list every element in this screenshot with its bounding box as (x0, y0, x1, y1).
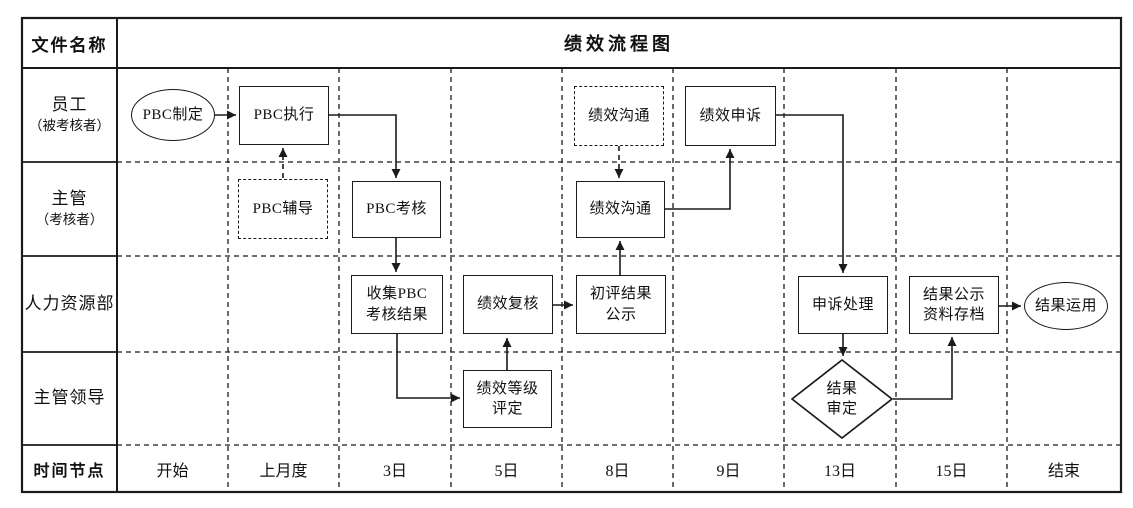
lane-label-supervisor: 主管 （考核者） (22, 162, 117, 256)
node-perf-review: 绩效复核 (463, 275, 553, 334)
node-perf-comm-employee: 绩效沟通 (574, 86, 664, 146)
node-collect-results: 收集PBC 考核结果 (351, 275, 443, 334)
node-pbc-assess: PBC考核 (352, 181, 441, 238)
node-appeal-handling-label: 申诉处理 (811, 296, 874, 313)
node-pbc-coach-label: PBC辅导 (252, 200, 314, 217)
arrow-result-approval-to-archive (893, 337, 957, 400)
node-pbc-execute-label: PBC执行 (253, 107, 315, 124)
node-result-publicity-archive: 结果公示 资料存档 (909, 276, 999, 334)
lane-employee-line2: （被考核者） (29, 118, 110, 134)
lane-label-leadership: 主管领导 (22, 352, 117, 445)
node-perf-review-label: 绩效复核 (476, 296, 539, 313)
lane-supervisor-line1: 主管 (51, 189, 88, 209)
arrow-perf-appeal-to-appeal-handling (776, 114, 848, 273)
diamond-shape (790, 358, 894, 440)
timeline-label: 时间节点 (33, 462, 106, 480)
lane-label-employee: 员工 （被考核者） (22, 68, 117, 162)
node-perf-comm-supervisor-label: 绩效沟通 (589, 201, 652, 218)
flow-arrows (215, 110, 1021, 403)
time-tick-day8: 8日 (605, 462, 630, 480)
node-perf-appeal-label: 绩效申诉 (699, 107, 762, 124)
time-tick-day13: 13日 (823, 462, 856, 480)
node-initial-publicity: 初评结果 公示 (576, 275, 666, 334)
lane-dividers-solid (22, 161, 117, 446)
time-tick-day9: 9日 (716, 462, 741, 480)
node-result-publicity-archive-label: 结果公示 资料存档 (922, 286, 985, 323)
node-perf-comm-supervisor: 绩效沟通 (576, 181, 665, 238)
node-grade-rating-label: 绩效等级 评定 (476, 380, 539, 417)
node-appeal-handling: 申诉处理 (798, 276, 888, 334)
timeline-ticks: 开始 上月度 3日 5日 8日 9日 13日 15日 结束 (117, 445, 1121, 492)
chart-title-cell: 绩效流程图 (117, 18, 1121, 68)
lane-leadership-line1: 主管领导 (33, 388, 106, 408)
node-collect-results-label: 收集PBC 考核结果 (365, 286, 428, 323)
node-pbc-assess-label: PBC考核 (366, 201, 427, 218)
lane-hr-line1: 人力资源部 (24, 293, 115, 313)
lane-supervisor-line2: （考核者） (35, 212, 104, 228)
time-tick-day15: 15日 (935, 462, 968, 480)
time-tick-start: 开始 (156, 462, 189, 480)
node-result-apply: 结果运用 (1024, 282, 1108, 330)
timeline-header-cell: 时间节点 (22, 445, 117, 492)
time-tick-lastmonth: 上月度 (259, 462, 308, 480)
time-tick-day3: 3日 (382, 462, 407, 480)
node-pbc-coach: PBC辅导 (238, 179, 328, 239)
node-result-apply-label: 结果运用 (1034, 297, 1097, 314)
doc-name-header-cell: 文件名称 (22, 18, 117, 68)
node-pbc-plan-label: PBC制定 (142, 106, 204, 123)
doc-name-label: 文件名称 (31, 35, 108, 55)
arrow-collect-results-to-grade-rating (396, 334, 460, 403)
node-pbc-plan: PBC制定 (131, 89, 215, 141)
node-result-approval: 结果 审定 (790, 358, 894, 440)
chart-title: 绩效流程图 (564, 34, 674, 54)
column-gridlines (227, 68, 1008, 492)
lane-label-hr: 人力资源部 (22, 256, 117, 352)
node-perf-comm-employee-label: 绩效沟通 (587, 107, 650, 124)
lane-employee-line1: 员工 (51, 95, 88, 115)
node-result-approval-label: 结果 审定 (826, 380, 858, 417)
node-pbc-execute: PBC执行 (239, 86, 329, 145)
arrow-pbc-execute-to-pbc-assess (329, 114, 401, 178)
time-tick-day5: 5日 (494, 462, 519, 480)
time-tick-end: 结束 (1047, 462, 1080, 480)
node-perf-appeal: 绩效申诉 (685, 86, 776, 146)
node-initial-publicity-label: 初评结果 公示 (589, 286, 652, 323)
outer-border (20, 16, 1123, 494)
node-grade-rating: 绩效等级 评定 (463, 370, 552, 428)
arrow-perf-comm-to-perf-appeal (665, 149, 735, 210)
